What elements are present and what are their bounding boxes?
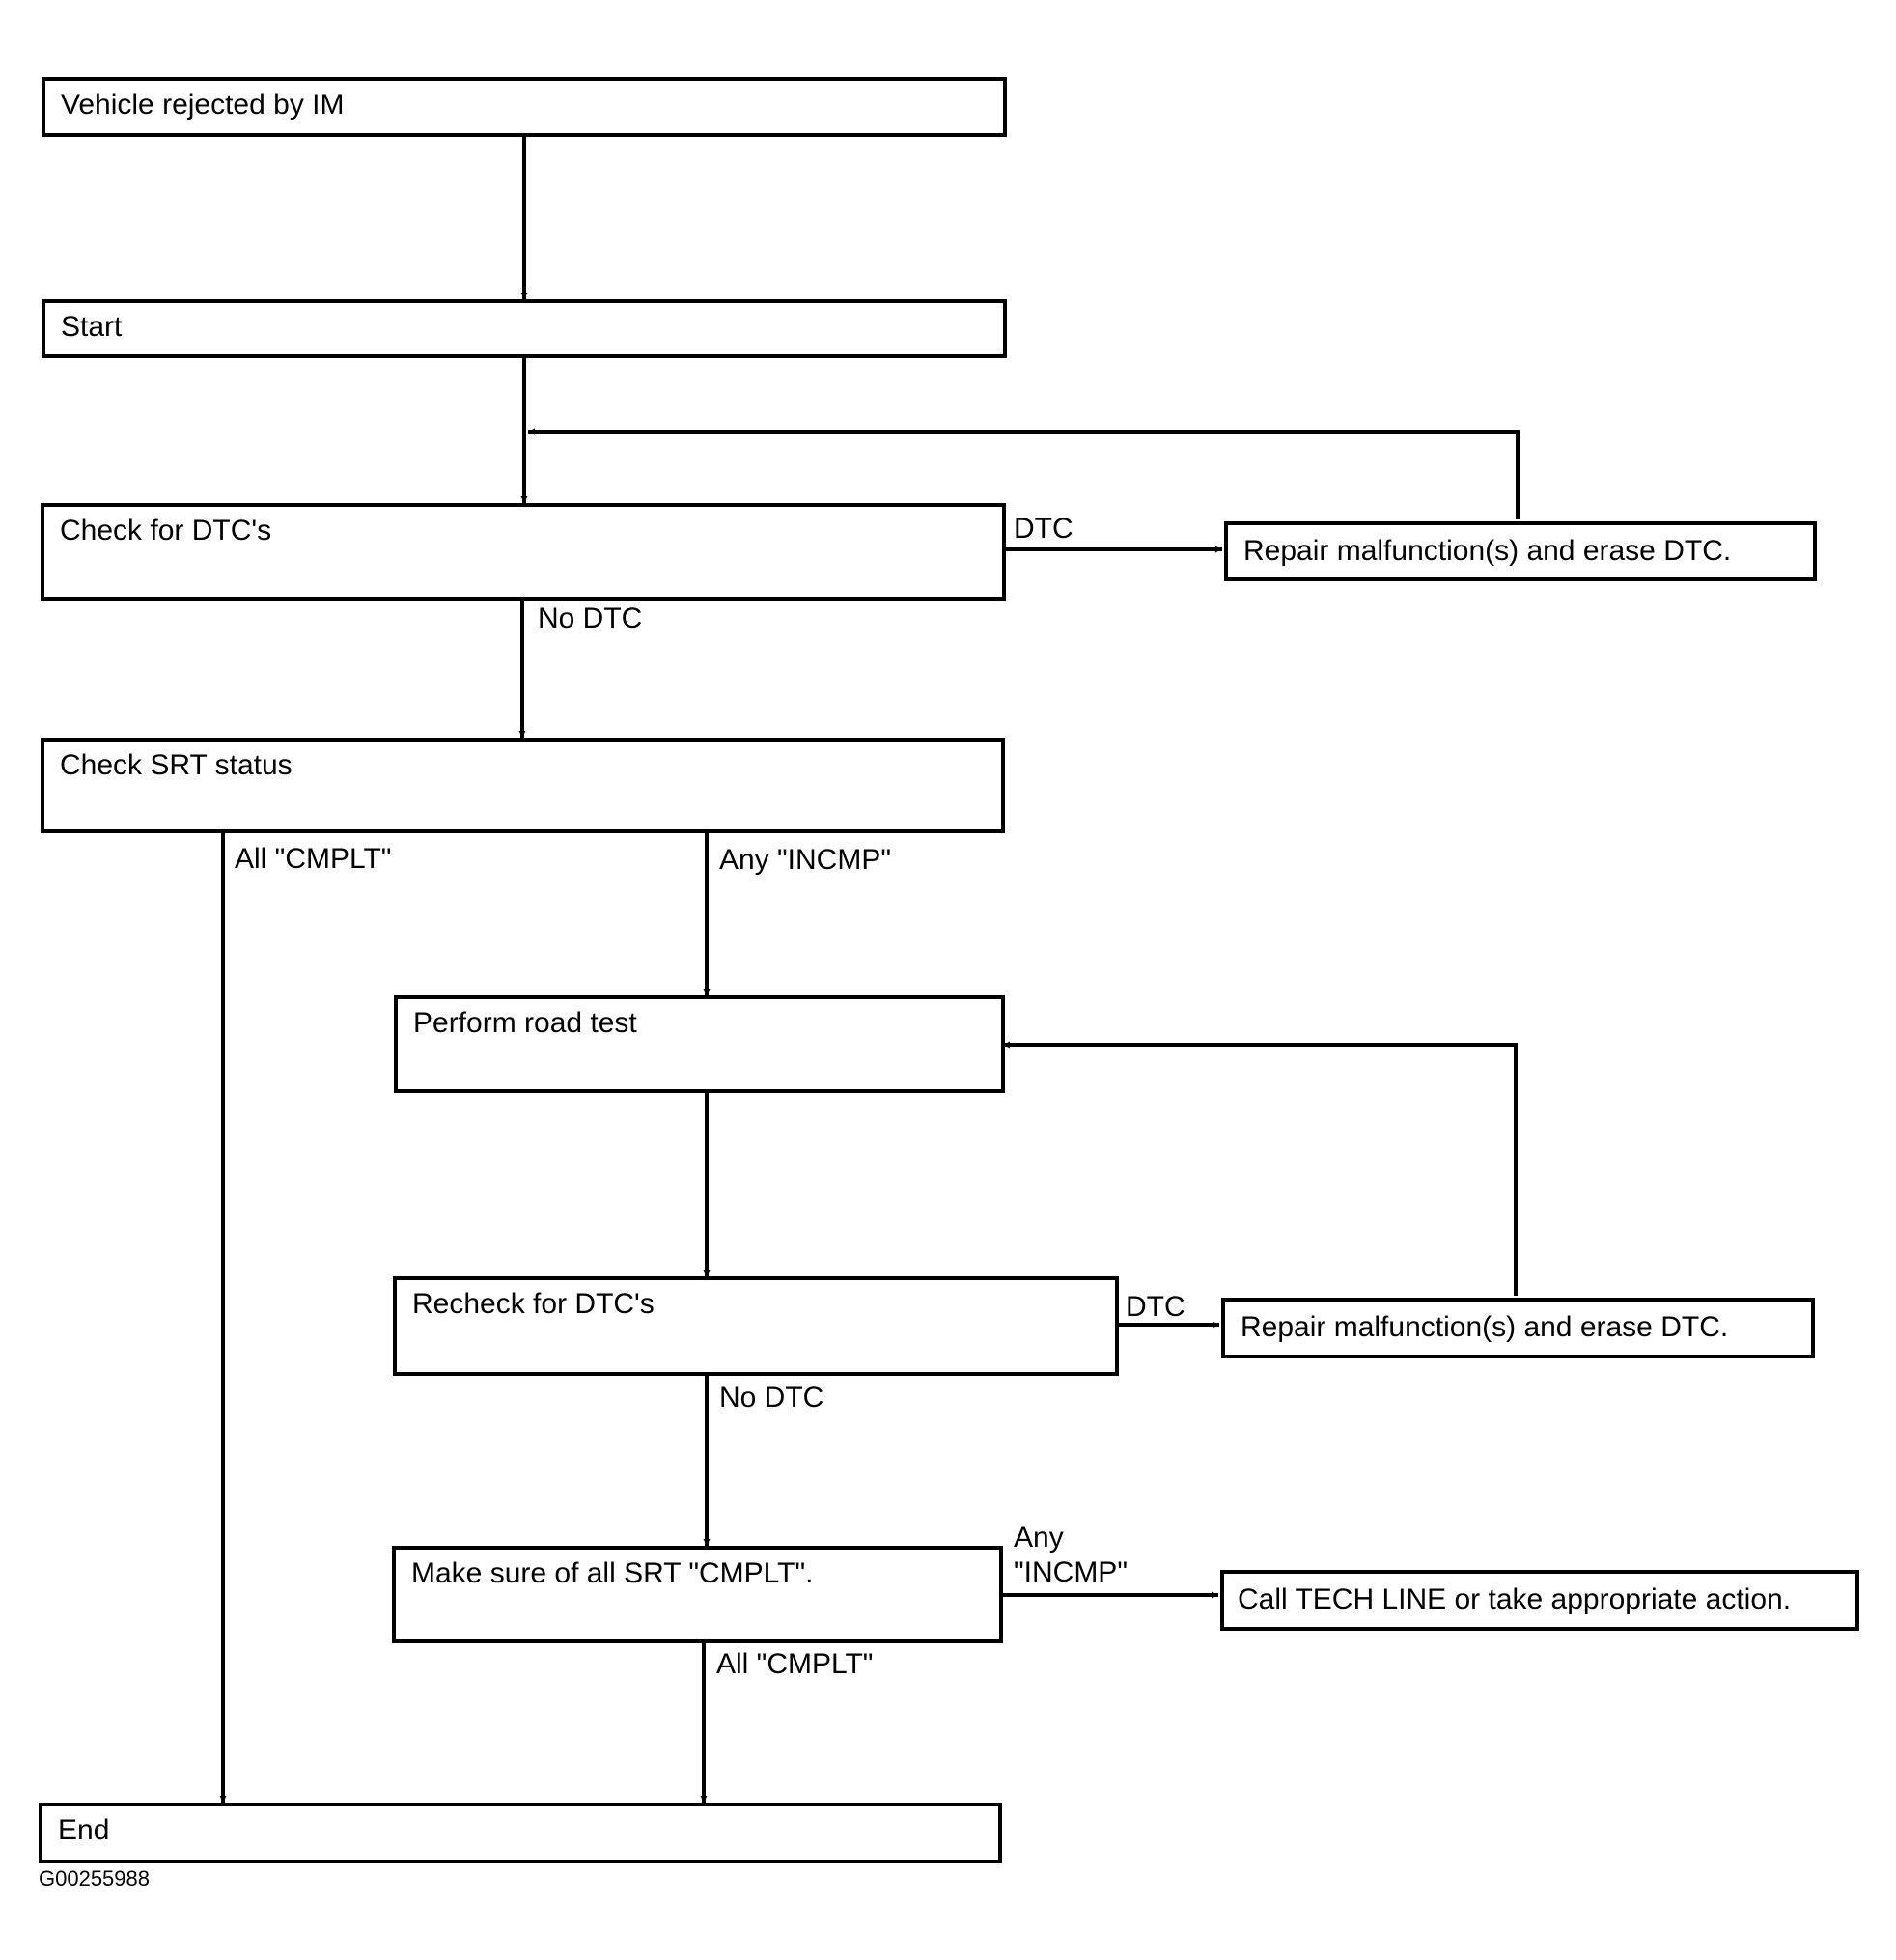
figure-id: G00255988	[39, 1866, 150, 1890]
node-label: Call TECH LINE or take appropriate actio…	[1238, 1583, 1792, 1615]
node-label: End	[58, 1814, 110, 1846]
edge-label-any-incmp-2-line2: "INCMP"	[1014, 1556, 1128, 1588]
node-label: Make sure of all SRT "CMPLT".	[411, 1557, 814, 1589]
node-label: Start	[61, 311, 123, 343]
node-repair-2: Repair malfunction(s) and erase DTC.	[1221, 1298, 1815, 1358]
node-make-sure-srt: Make sure of all SRT "CMPLT".	[392, 1546, 1003, 1643]
node-recheck-dtc: Recheck for DTC's	[393, 1276, 1119, 1376]
node-check-dtc: Check for DTC's	[41, 503, 1006, 601]
edge-label-all-cmplt-2: All "CMPLT"	[716, 1648, 874, 1680]
node-label: Repair malfunction(s) and erase DTC.	[1241, 1311, 1729, 1343]
edge-label-all-cmplt-1: All "CMPLT"	[235, 843, 392, 875]
node-end: End	[39, 1803, 1002, 1863]
node-label: Check SRT status	[60, 749, 293, 781]
node-call-tech-line: Call TECH LINE or take appropriate actio…	[1220, 1570, 1859, 1631]
node-start: Start	[42, 299, 1007, 358]
node-label: Recheck for DTC's	[412, 1288, 655, 1320]
node-label: Perform road test	[413, 1007, 637, 1039]
node-label: Check for DTC's	[60, 515, 272, 546]
arrow-repair2-loop-back	[1003, 1041, 1518, 1296]
node-road-test: Perform road test	[394, 995, 1005, 1093]
node-repair-1: Repair malfunction(s) and erase DTC.	[1224, 521, 1817, 581]
node-vehicle-rejected: Vehicle rejected by IM	[42, 77, 1007, 137]
edge-label-no-dtc-2: No DTC	[719, 1382, 824, 1414]
edge-label-any-incmp-1: Any "INCMP"	[719, 844, 891, 876]
edge-label-dtc-1: DTC	[1014, 513, 1073, 545]
edge-label-dtc-2: DTC	[1126, 1291, 1185, 1323]
node-label: Vehicle rejected by IM	[61, 89, 345, 121]
node-check-srt: Check SRT status	[41, 738, 1005, 833]
edge-label-no-dtc-1: No DTC	[538, 602, 643, 634]
arrow-repair1-loop-back	[528, 428, 1520, 519]
edge-label-any-incmp-2-line1: Any	[1014, 1522, 1064, 1554]
node-label: Repair malfunction(s) and erase DTC.	[1243, 535, 1732, 567]
